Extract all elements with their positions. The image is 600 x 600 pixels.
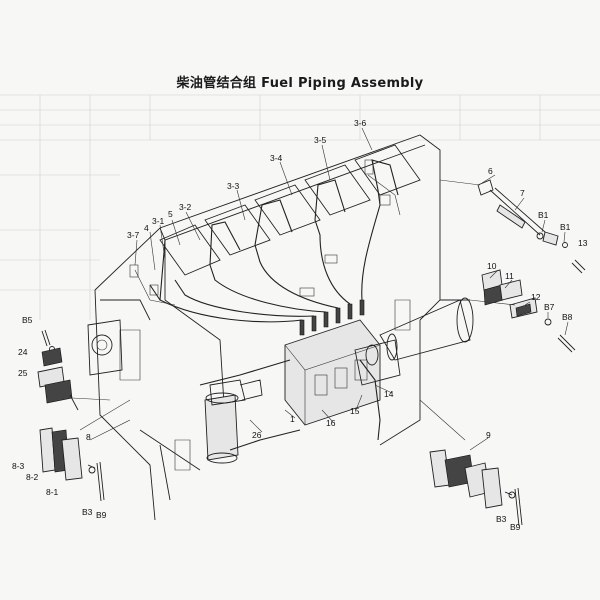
label-10: 10 [487, 261, 497, 271]
label-26: 26 [252, 430, 262, 440]
page-title: 柴油管结合组 Fuel Piping Assembly [176, 76, 424, 91]
clamp-9-right [419, 399, 523, 527]
label-15: 15 [350, 406, 360, 416]
label-13: 13 [578, 238, 588, 248]
label-8-3: 8-3 [12, 461, 25, 471]
exploded-parts-left [37, 329, 111, 411]
engine-block [87, 134, 470, 521]
label-9: 9 [486, 430, 491, 440]
label-1: 1 [290, 414, 295, 424]
label-16: 16 [326, 418, 336, 428]
label-6: 6 [488, 166, 493, 176]
label-5: 5 [168, 209, 173, 219]
label-3-6: 3-6 [354, 118, 367, 128]
label-3-3: 3-3 [227, 181, 240, 191]
label-3-5: 3-5 [314, 135, 327, 145]
background-table-ghost [0, 94, 600, 320]
label-12: 12 [531, 292, 541, 302]
label-b5: B5 [22, 315, 33, 325]
label-14: 14 [384, 389, 394, 399]
leader-lines [89, 127, 569, 451]
injection-pump [284, 299, 401, 426]
label-3-4: 3-4 [270, 153, 283, 163]
label-8-2: 8-2 [26, 472, 39, 482]
label-b7: B7 [544, 302, 555, 312]
flywheel-housing [379, 297, 474, 361]
label-25: 25 [18, 368, 28, 378]
label-24: 24 [18, 347, 28, 357]
fuel-pipes [134, 159, 401, 451]
label-b9-b: B9 [510, 522, 521, 532]
label-b1-a: B1 [538, 210, 549, 220]
callout-labels: 3-6 3-5 3-4 3-3 3-2 5 3-1 4 3-7 6 7 B1 B… [12, 118, 588, 532]
injectors [129, 159, 391, 297]
label-b1-b: B1 [560, 222, 571, 232]
label-3-7: 3-7 [127, 230, 140, 240]
label-b9-a: B9 [96, 510, 107, 520]
exploded-parts-right [439, 179, 586, 353]
label-3-1: 3-1 [152, 216, 165, 226]
label-7: 7 [520, 188, 525, 198]
label-8-1: 8-1 [46, 487, 59, 497]
label-4: 4 [144, 223, 149, 233]
label-8: 8 [86, 432, 91, 442]
label-3-2: 3-2 [179, 202, 192, 212]
label-b8: B8 [562, 312, 573, 322]
label-11: 11 [505, 271, 514, 281]
label-b3-b: B3 [496, 514, 507, 524]
fuel-filter [204, 379, 263, 464]
label-b3-a: B3 [82, 507, 93, 517]
clamp-8-left [39, 399, 131, 502]
